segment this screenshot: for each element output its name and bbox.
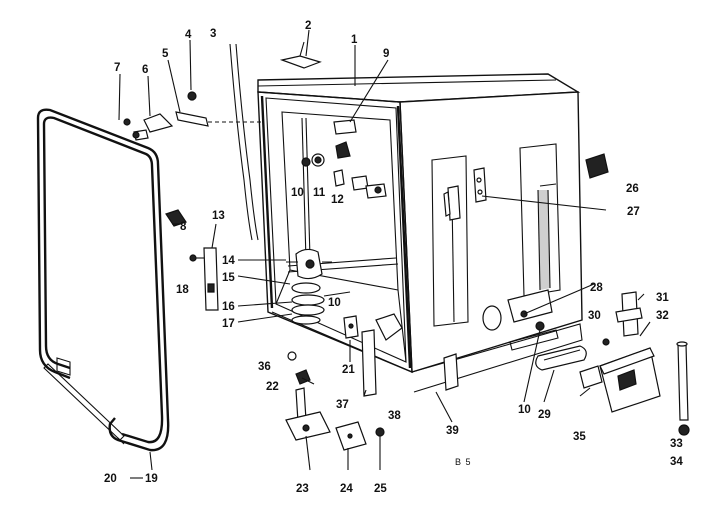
callout-13: 13 xyxy=(212,210,225,222)
callout-39: 39 xyxy=(446,425,459,437)
callout-22: 22 xyxy=(266,381,279,393)
callout-17: 17 xyxy=(222,318,235,330)
callout-3: 3 xyxy=(210,28,216,40)
callout-7: 7 xyxy=(114,62,120,74)
callout-38: 38 xyxy=(388,410,401,422)
door-seal-strip xyxy=(43,363,125,445)
page-code: B 5 xyxy=(455,457,472,467)
callout-35: 35 xyxy=(573,431,586,443)
callout-10a: 10 xyxy=(291,187,304,199)
callout-37: 37 xyxy=(336,399,349,411)
leader-lines xyxy=(118,29,651,479)
callout-9: 9 xyxy=(383,48,389,60)
callout-25: 25 xyxy=(374,483,387,495)
callout-30: 30 xyxy=(588,310,601,322)
callout-34: 34 xyxy=(670,456,683,468)
callout-18: 18 xyxy=(176,284,189,296)
callout-36: 36 xyxy=(258,361,271,373)
callout-14: 14 xyxy=(222,255,235,267)
callout-10b: 10 xyxy=(328,297,341,309)
callout-26: 26 xyxy=(626,183,639,195)
callout-15: 15 xyxy=(222,272,235,284)
callout-19: 19 xyxy=(145,473,158,485)
callout-16: 16 xyxy=(222,301,235,313)
callout-33: 33 xyxy=(670,438,683,450)
callout-2: 2 xyxy=(305,20,311,32)
callout-21: 21 xyxy=(342,364,355,376)
callout-8: 8 xyxy=(180,221,187,233)
internal-components xyxy=(123,41,690,451)
callout-27: 27 xyxy=(627,206,640,218)
callout-31: 31 xyxy=(656,292,669,304)
callout-5: 5 xyxy=(162,48,169,60)
callout-32: 32 xyxy=(656,310,669,322)
callout-20: 20 xyxy=(104,473,117,485)
callout-23: 23 xyxy=(296,483,309,495)
callout-10c: 10 xyxy=(518,404,531,416)
callout-29: 29 xyxy=(538,409,551,421)
callout-24: 24 xyxy=(340,483,353,495)
callout-11: 11 xyxy=(313,187,326,199)
door-gasket xyxy=(36,108,170,452)
callout-4: 4 xyxy=(185,29,192,41)
callout-6: 6 xyxy=(142,64,148,76)
callout-28: 28 xyxy=(590,282,603,294)
callout-labels: 1 2 3 4 5 6 7 8 9 10 10 10 11 12 13 14 1… xyxy=(104,20,683,495)
tub-body xyxy=(257,73,609,393)
callout-1: 1 xyxy=(351,34,358,46)
callout-12: 12 xyxy=(331,194,344,206)
